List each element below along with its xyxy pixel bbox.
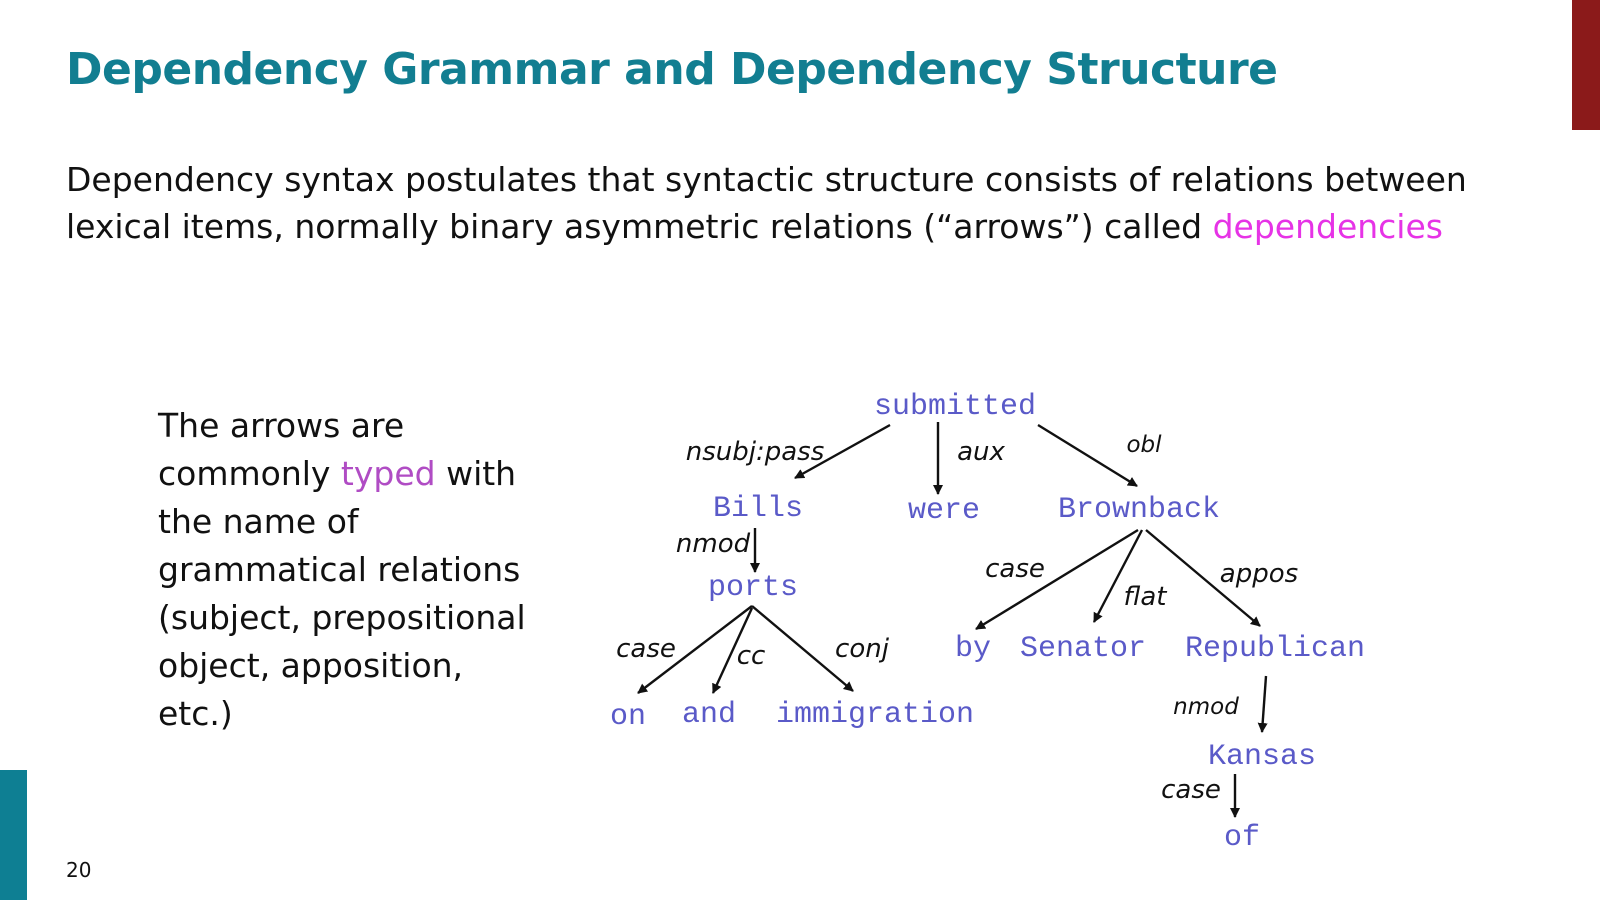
label-aux: aux [957,437,1005,467]
label-nsubj-pass: nsubj:pass [686,437,825,467]
word-republican: Republican [1185,632,1365,666]
note-text-before: The arrows are commonly [158,406,405,493]
label-nmod-bills: nmod [676,529,751,559]
label-case-on: case [616,634,676,664]
word-of: of [1224,821,1260,855]
arc-ports-immigration [751,605,854,692]
word-bills: Bills [713,492,803,526]
arc-republican-kansas [1257,675,1268,733]
intro-paragraph: Dependency syntax postulates that syntac… [66,156,1526,250]
word-and: and [682,698,736,732]
typed-term: typed [340,454,436,493]
arc-submitted-brownback [1037,423,1138,488]
accent-bar-left [0,770,27,900]
side-note: The arrows are commonly typed with the n… [158,402,528,738]
arc-ports-and [711,607,754,694]
slide-title: Dependency Grammar and Dependency Struct… [66,44,1278,95]
word-senator: Senator [1020,632,1146,666]
label-case-of: case [1161,775,1221,805]
label-cc: cc [737,641,766,671]
word-submitted: submitted [874,390,1036,424]
label-obl: obl [1126,432,1162,458]
word-brownback: Brownback [1058,493,1220,527]
word-on: on [610,700,646,734]
intro-text: Dependency syntax postulates that syntac… [66,160,1467,246]
note-text-after: with the name of grammatical relations (… [158,454,526,733]
label-appos: appos [1220,559,1298,589]
arc-brownback-republican [1145,529,1261,627]
arc-brownback-senator [1092,529,1144,623]
word-were: were [908,494,980,528]
arc-submitted-bills [794,423,891,480]
word-kansas: Kansas [1208,740,1316,774]
arc-ports-on [637,605,753,694]
accent-bar-right [1572,0,1600,130]
label-nmod-republican: nmod [1173,694,1239,720]
word-ports: ports [708,571,798,605]
word-by: by [955,632,991,666]
dependencies-term: dependencies [1212,207,1443,246]
label-conj: conj [835,634,890,664]
arc-brownback-by [975,528,1139,631]
label-case-by: case [985,554,1045,584]
page-number: 20 [66,858,92,882]
word-immigration: immigration [776,698,974,732]
label-flat: flat [1124,582,1168,612]
